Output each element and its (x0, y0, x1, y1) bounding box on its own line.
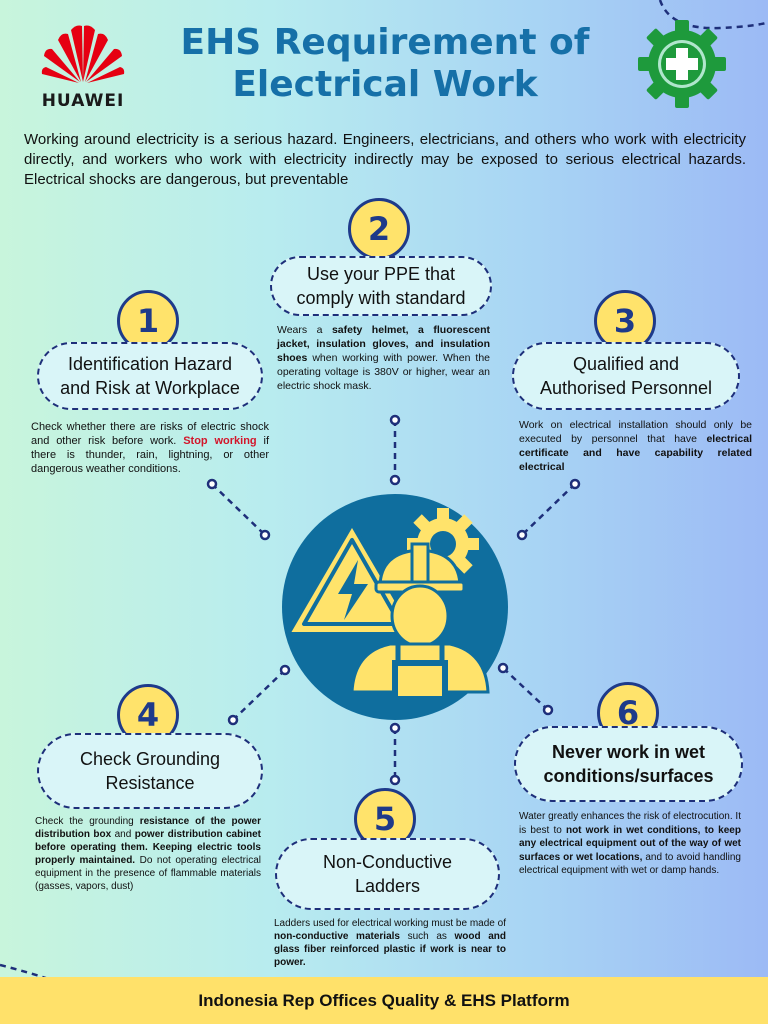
footer-banner: Indonesia Rep Offices Quality & EHS Plat… (0, 977, 768, 1024)
step-6-description: Water greatly enhances the risk of elect… (519, 811, 741, 876)
step-2-description: Wears a safety helmet, a fluorescent jac… (277, 324, 490, 392)
step-6-number: 6 (597, 682, 659, 744)
step-2-number: 2 (348, 198, 410, 260)
step-1-description: Check whether there are risks of electri… (31, 421, 269, 475)
brand-name: HUAWEI (41, 91, 125, 111)
step-3-description: Work on electrical installation should o… (519, 419, 752, 473)
step-5-description: Ladders used for electrical working must… (274, 918, 506, 968)
electrical-worker-hazard-icon (280, 492, 510, 722)
huawei-petal-logo-icon (41, 25, 125, 83)
safety-gear-cross-icon (632, 14, 732, 114)
huawei-logo: HUAWEI (28, 22, 138, 111)
intro-paragraph: Working around electricity is a serious … (24, 131, 746, 188)
step-4-description: Check the grounding resistance of the po… (35, 816, 261, 892)
step-3-number: 3 (594, 290, 656, 352)
page-title: EHS Requirement of Electrical Work (180, 22, 590, 105)
